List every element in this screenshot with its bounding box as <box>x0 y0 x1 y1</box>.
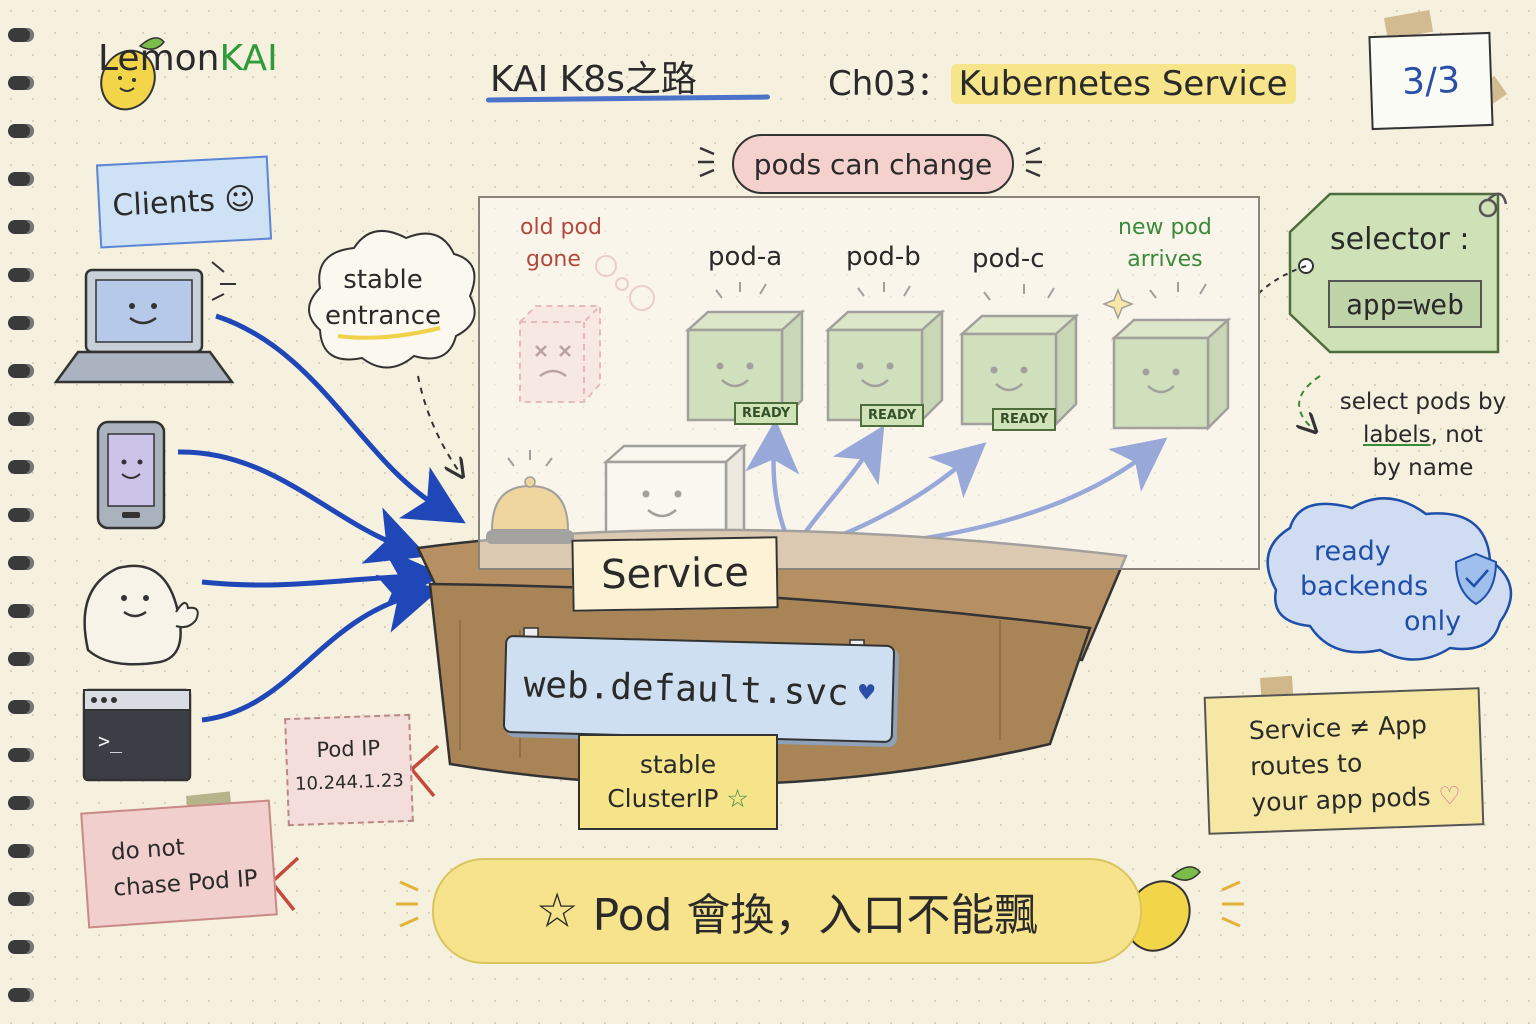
series-title: KAI K8s之路 <box>490 59 697 100</box>
ring-icon <box>8 316 34 330</box>
service-name-card: Service <box>571 536 779 612</box>
heart-icon: ♥ <box>858 678 875 709</box>
takeaway-banner: ☆ Pod 會換，入口不能飄 <box>432 858 1142 964</box>
stable-entrance-note: stable entrance <box>324 265 442 331</box>
star-icon: ☆ <box>535 883 579 939</box>
laptop-icon <box>53 268 235 384</box>
ring-icon <box>8 844 34 858</box>
ring-icon <box>8 748 34 762</box>
pod-a-label: pod-a <box>708 242 783 272</box>
ring-icon <box>8 172 34 186</box>
heart-icon: ♡ <box>1437 780 1462 811</box>
phone-icon <box>96 420 166 530</box>
ready-backends-cloud-icon <box>1266 497 1513 661</box>
ring-icon <box>8 508 34 522</box>
ring-icon <box>8 652 34 666</box>
stable-entrance-cloud-icon <box>308 230 476 369</box>
service-app-note: Service ≠ App routes to your app pods ♡ <box>1203 687 1485 835</box>
pod-b-ready-sticker: READY <box>860 404 925 427</box>
ring-icon <box>8 988 34 1002</box>
clients-label: Clients ☺ <box>95 155 273 249</box>
ring-icon <box>8 28 34 42</box>
ring-icon <box>8 940 34 954</box>
brand-logo: LemonKAI <box>98 38 278 79</box>
star-icon: ☆ <box>726 784 749 813</box>
ring-icon <box>8 892 34 906</box>
ring-icon <box>8 124 34 138</box>
ring-icon <box>8 364 34 378</box>
selector-title: selector : <box>1330 222 1470 257</box>
terminal-icon: >_ <box>82 688 192 782</box>
svg-text:>_: >_ <box>98 729 123 753</box>
lemon-logo-icon <box>100 37 165 111</box>
pod-c-ready-sticker: READY <box>992 408 1057 431</box>
page-indicator: 3/3 <box>1368 31 1494 131</box>
ring-icon <box>8 220 34 234</box>
ring-icon <box>8 700 34 714</box>
pod-c-label: pod-c <box>972 244 1045 274</box>
select-pods-note: select pods by labels, not by name <box>1339 389 1507 481</box>
ring-icon <box>8 796 34 810</box>
ring-icon <box>8 556 34 570</box>
pods-can-change-badge: pods can change <box>732 134 1014 194</box>
shield-check-icon <box>1454 552 1498 606</box>
pod-ip-note: Pod IP 10.244.1.23 <box>284 713 414 827</box>
stable-clusterip-sign: stable ClusterIP ☆ <box>578 734 778 830</box>
pod-a-ready-sticker: READY <box>734 402 799 425</box>
user-blob-icon <box>83 564 199 666</box>
ring-icon <box>8 460 34 474</box>
service-dns-sign: web.default.svc♥ <box>502 634 896 744</box>
selector-value: app=web <box>1328 280 1482 328</box>
ring-icon <box>8 76 34 90</box>
ring-icon <box>8 412 34 426</box>
pod-b-label: pod-b <box>846 242 921 272</box>
old-pod-label: old pod gone <box>520 215 602 272</box>
new-pod-label: new pod arrives <box>1118 215 1212 272</box>
do-not-chase-note: do not chase Pod IP <box>80 799 278 929</box>
ready-backends-note: ready backends only <box>1300 536 1462 637</box>
ring-icon <box>8 268 34 282</box>
ring-icon <box>8 604 34 618</box>
chapter-title: Ch03：Kubernetes Service <box>828 56 1296 105</box>
lemon-bottom-icon <box>1125 866 1201 952</box>
pods-panel <box>478 196 1260 570</box>
selector-tag-icon <box>1255 192 1508 354</box>
